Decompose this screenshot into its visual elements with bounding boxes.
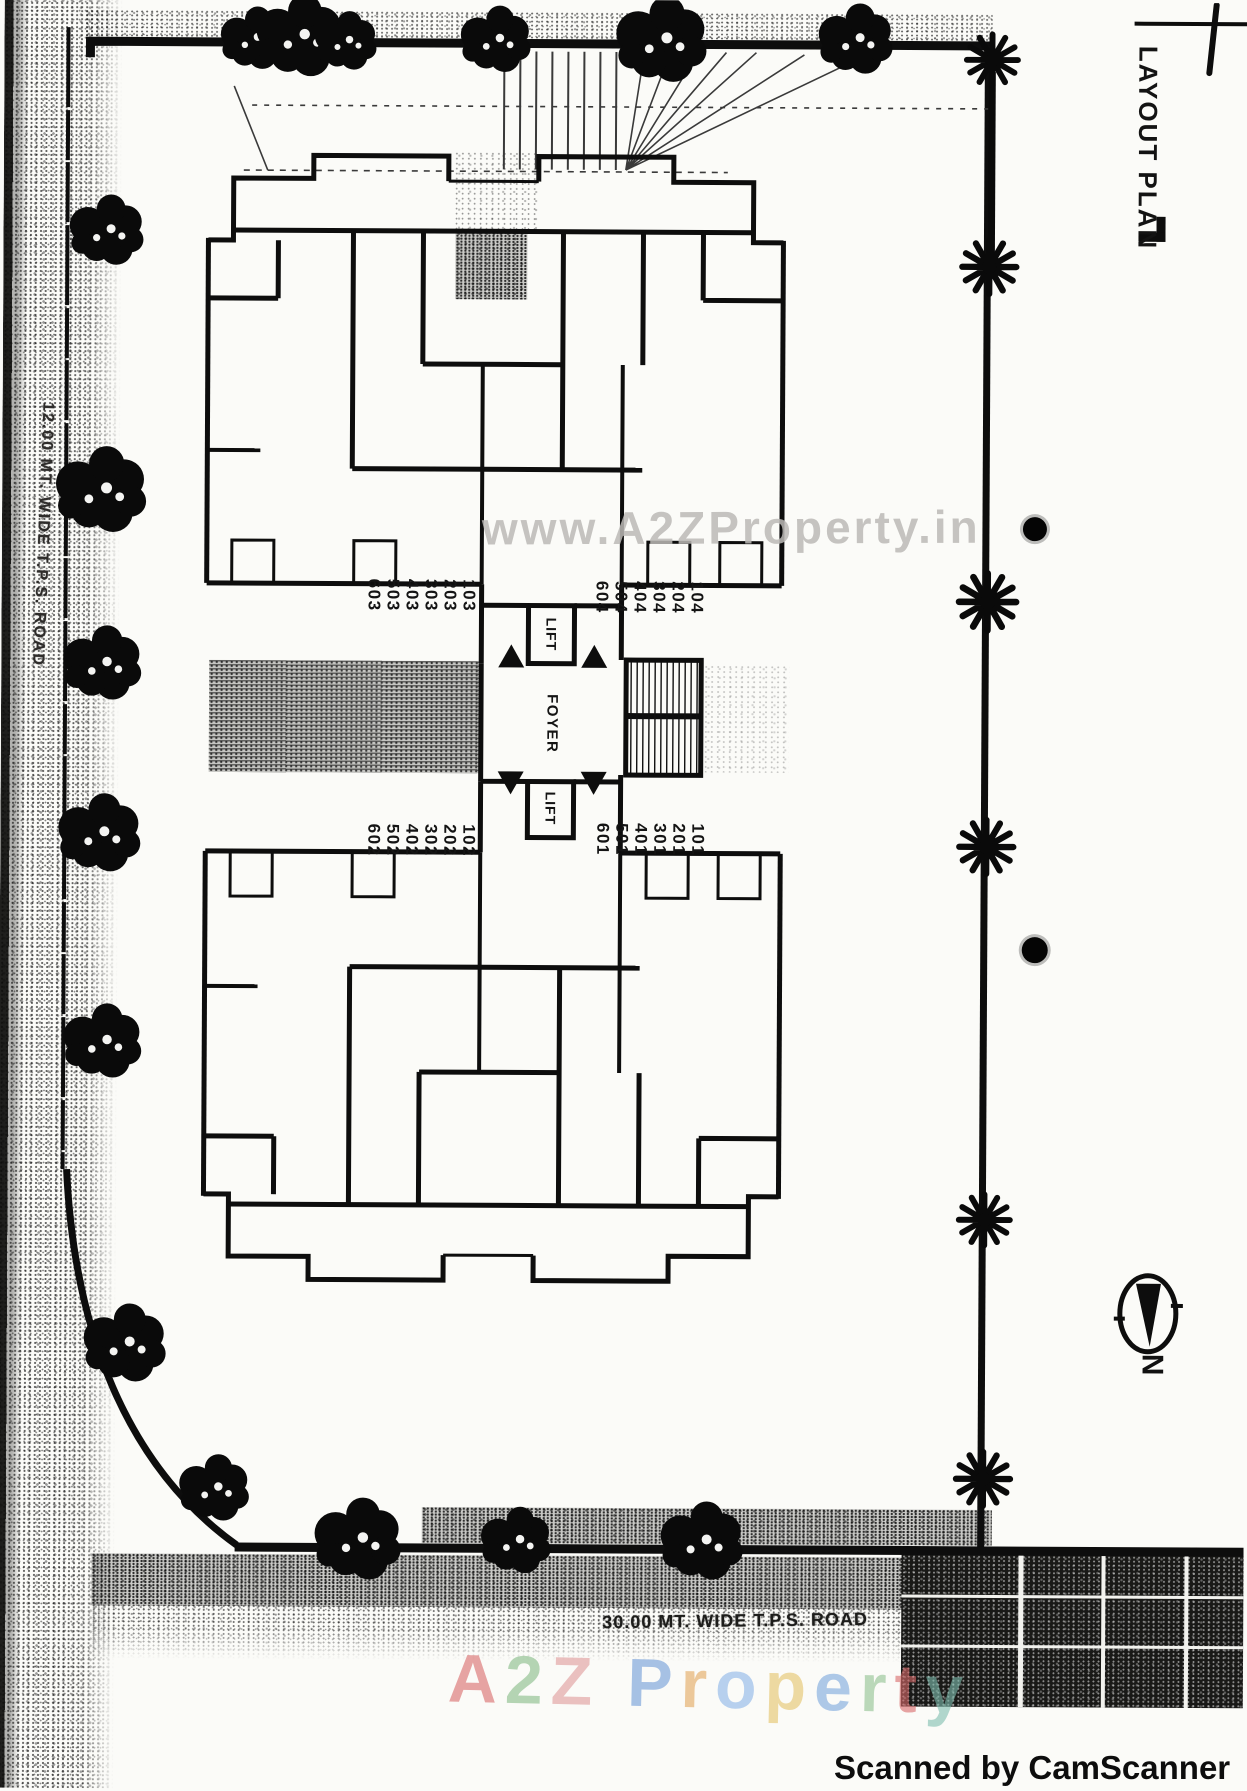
palm-trunk [987,71,996,257]
watermark-letter: y [924,1651,972,1729]
watermark-letter: o [714,1646,766,1724]
unit-number: 101 [688,823,708,857]
unit-number: 303 [421,578,441,612]
lift-top-label: LIFT [543,617,560,652]
unit-number: 302 [421,823,441,857]
unit-number: 401 [631,823,651,857]
unit-number: 502 [383,823,403,857]
unit-number: 404 [630,581,650,615]
staircase-hatch [629,662,698,774]
unit-number: 202 [440,824,460,858]
foyer-label: FOYER [543,694,561,754]
lift-bottom-label: LIFT [542,791,559,826]
unit-number: 602 [364,823,384,857]
unit-number: 504 [611,580,631,614]
watermark-letter: P [626,1644,682,1722]
unit-number: 103 [459,579,479,613]
boundary-trees [55,0,1019,1580]
entry-arrows [497,644,608,795]
north-label: N [1135,1353,1169,1376]
unit-number: 204 [668,581,688,615]
unit-number: 402 [402,823,422,857]
watermark-letter: r [859,1649,896,1727]
plan-title: LAYOUT PLAN [1132,45,1164,251]
camscanner-credit: Scanned by CamScanner [834,1749,1231,1786]
building-walls [200,152,786,1284]
plan-title-corner-mark [1138,216,1166,242]
north-compass [1113,1273,1183,1355]
bottom-road-label: 30.00 MT. WIDE T.P.S. ROAD [602,1608,869,1633]
watermark-brand: A2Z Property [447,1640,972,1730]
watermark-letter: r [679,1645,716,1723]
unit-number: 102 [459,824,479,858]
parking-markings [233,50,989,174]
unit-number: 301 [650,823,670,857]
unit-number: 201 [669,823,689,857]
watermark-letter: 2 [504,1641,552,1719]
unit-number: 601 [593,822,613,856]
unit-number: 501 [612,822,632,856]
unit-number: 503 [383,578,403,612]
unit-number: 603 [364,578,384,612]
watermark-letter: A [447,1640,506,1718]
unit-number: 604 [592,580,612,614]
watermark-letter [600,1644,629,1721]
watermark-center: www.A2ZProperty.in [481,500,981,555]
punch-hole-dots [1018,514,1051,967]
unit-number: 104 [687,581,707,615]
unit-number: 203 [440,579,460,613]
unit-number: 304 [649,581,669,615]
watermark-letter: e [813,1648,861,1726]
watermark-letter: Z [550,1642,602,1720]
watermark-letter: t [893,1650,926,1728]
unit-number: 403 [402,578,422,612]
watermark-letter: p [763,1647,816,1725]
